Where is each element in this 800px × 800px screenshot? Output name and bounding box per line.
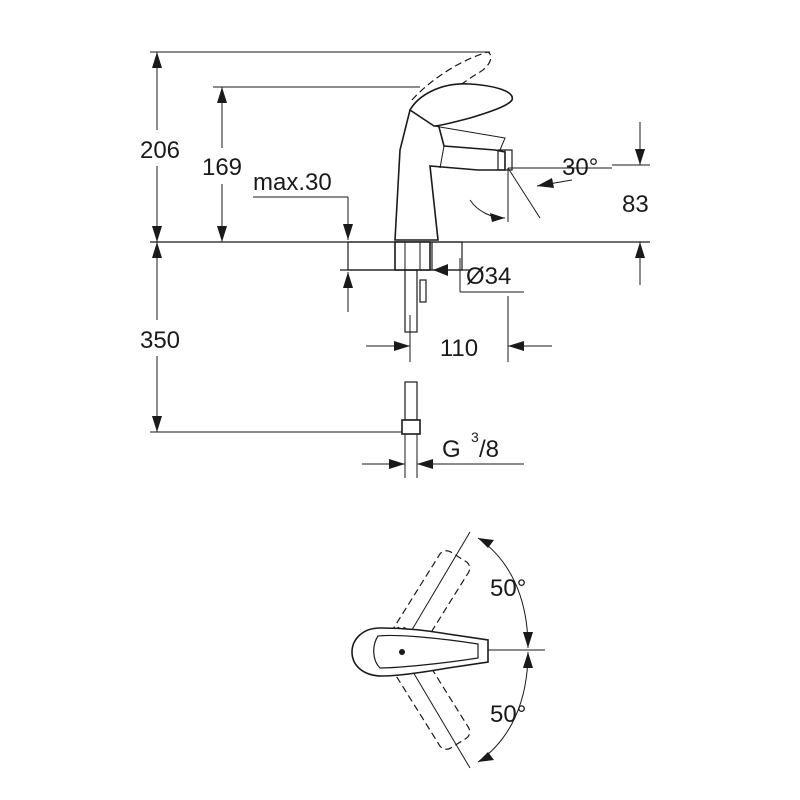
dim-label-50-down: 50° <box>490 701 526 728</box>
dim-label-g: G <box>442 436 461 463</box>
dim-label-max30: max.30 <box>253 169 332 196</box>
dim-label-110: 110 <box>440 335 478 362</box>
dim-total-height: 206 <box>130 51 490 242</box>
handle-open-outline <box>411 51 492 113</box>
faucet-body <box>394 107 506 241</box>
top-view: 50° 50° <box>351 531 545 769</box>
dim-reach: 110 <box>366 296 552 362</box>
dim-label-83: 83 <box>622 191 649 218</box>
dim-label-169: 169 <box>202 154 242 181</box>
dim-label-30deg: 30° <box>562 154 598 181</box>
dim-connection: G 3 /8 <box>362 429 524 469</box>
dim-hose-length: 350 <box>130 242 410 433</box>
dim-label-350: 350 <box>140 327 180 354</box>
faucet-handle <box>408 83 514 127</box>
hose-lower <box>404 381 418 421</box>
indicator-dot <box>399 649 405 655</box>
dim-label-g-sup: 3 <box>471 429 479 445</box>
dim-label-d34: Ø34 <box>466 263 511 290</box>
dim-label-g-sub: /8 <box>479 436 499 463</box>
dim-hole-diameter: Ø34 <box>433 258 524 293</box>
hose-connector <box>401 419 421 435</box>
dim-label-50-up: 50° <box>490 575 526 602</box>
dim-outlet-height: 83 <box>612 122 650 285</box>
hose-upper <box>404 269 418 333</box>
dim-spout-height: 169 <box>196 86 420 242</box>
dim-rotation-up: 50° <box>477 537 533 649</box>
deck-section <box>340 241 470 271</box>
side-view: 206 169 max.30 <box>130 51 650 478</box>
dim-max-deck: max.30 <box>253 169 353 312</box>
dim-rotation-down: 50° <box>477 651 533 763</box>
dim-label-206: 206 <box>140 137 180 164</box>
handle-top <box>351 627 489 677</box>
dim-spout-angle: 30° <box>469 154 612 222</box>
